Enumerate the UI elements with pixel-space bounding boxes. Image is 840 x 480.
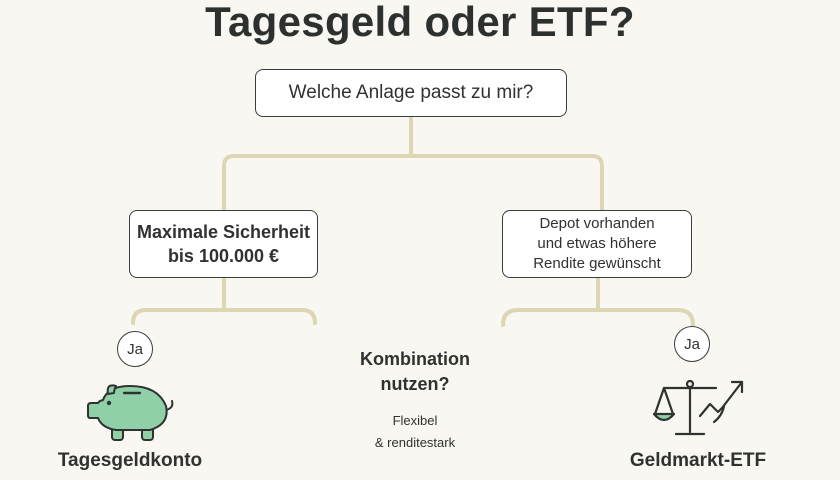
combination-heading: Kombination nutzen? [340,347,490,397]
combination-subtext-line-1: Flexibel [392,413,438,428]
safety-criterion-line-2: bis 100.000 € [167,246,280,266]
depot-criterion-line-2: und etwas höhere [537,235,657,252]
connector-left-fork [131,308,317,325]
page-title: Tagesgeld oder ETF? [205,0,635,45]
safety-criterion-line-1: Maximale Sicherheit [136,222,311,242]
yes-badge-right: Ja [674,326,710,362]
connector-branch-bar [222,154,604,212]
combination-heading-line-2: nutzen? [380,374,450,394]
question-root-box: Welche Anlage passt zu mir? [255,69,567,117]
depot-criterion-line-3: Rendite gewünscht [533,255,661,272]
depot-criterion-box: Depot vorhanden und etwas höhere Rendite… [502,210,692,278]
combination-heading-line-1: Kombination [360,349,470,369]
question-root-label: Welche Anlage passt zu mir? [288,82,534,103]
combination-subtext: Flexibel & renditestark [340,410,490,454]
combination-subtext-line-2: & renditestark [374,435,456,450]
connector-right-fork [501,308,695,327]
yes-badge-left: Ja [117,331,153,367]
result-tagesgeldkonto: Tagesgeldkonto [57,450,203,471]
result-geldmarkt-etf: Geldmarkt-ETF [629,450,767,471]
scale-growth-icon [652,379,744,436]
safety-criterion-box: Maximale Sicherheit bis 100.000 € [129,210,318,278]
depot-criterion-line-1: Depot vorhanden [539,215,655,232]
piggy-bank-icon [87,384,174,441]
